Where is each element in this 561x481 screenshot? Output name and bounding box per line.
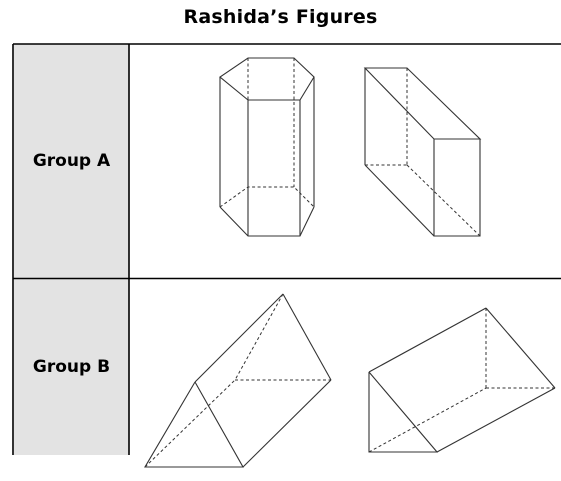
triangular-prism-right [368,307,556,453]
triangular-prism-left [144,293,332,468]
group-a-label-cell [14,44,129,278]
group-b-label: Group B [32,357,111,377]
group-a-label: Group A [32,151,111,171]
rectangular-prism [363,67,482,237]
figure-title: Rashida’s Figures [183,6,378,28]
hexagonal-prism [219,57,315,237]
group-b-label-cell [14,279,129,455]
